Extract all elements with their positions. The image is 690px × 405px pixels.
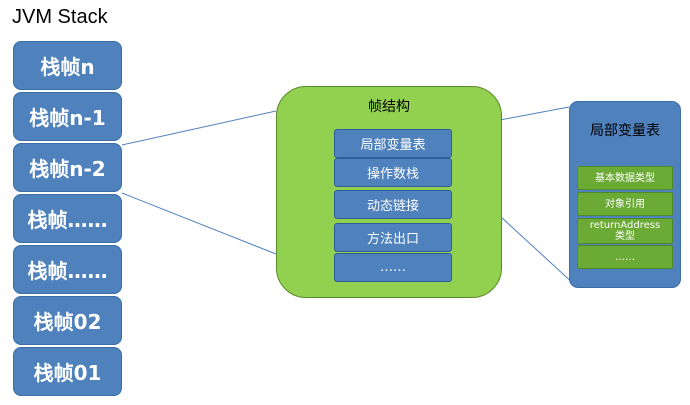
connector-frame-bottom — [121, 192, 277, 255]
struct-item-return-address: 方法出口 — [334, 223, 452, 252]
stack-title: JVM Stack — [12, 6, 108, 28]
struct-item-ellipsis: …… — [334, 253, 452, 282]
local-item-object-reference: 对象引用 — [577, 192, 673, 216]
stack-frame-02: 栈帧02 — [13, 296, 122, 345]
local-variable-table-title: 局部变量表 — [590, 123, 660, 139]
stack-frame-01: 栈帧01 — [13, 347, 122, 396]
connector-frame-top — [121, 110, 277, 146]
frame-structure-title: 帧结构 — [368, 99, 410, 115]
local-item-ellipsis: …… — [577, 245, 673, 269]
local-item-primitive-types: 基本数据类型 — [577, 166, 673, 190]
struct-item-operand-stack: 操作数栈 — [334, 158, 452, 187]
stack-frame-n: 栈帧n — [13, 41, 122, 90]
struct-item-local-vars: 局部变量表 — [334, 129, 452, 158]
stack-frame-n-1: 栈帧n-1 — [13, 92, 122, 141]
stack-frame-ellipsis-2: 栈帧…… — [13, 245, 122, 294]
struct-item-dynamic-link: 动态链接 — [334, 190, 452, 219]
local-item-return-address-type: returnAddress 类型 — [577, 218, 673, 244]
stack-frame-n-2: 栈帧n-2 — [13, 143, 122, 192]
stack-frame-ellipsis-1: 栈帧…… — [13, 194, 122, 243]
